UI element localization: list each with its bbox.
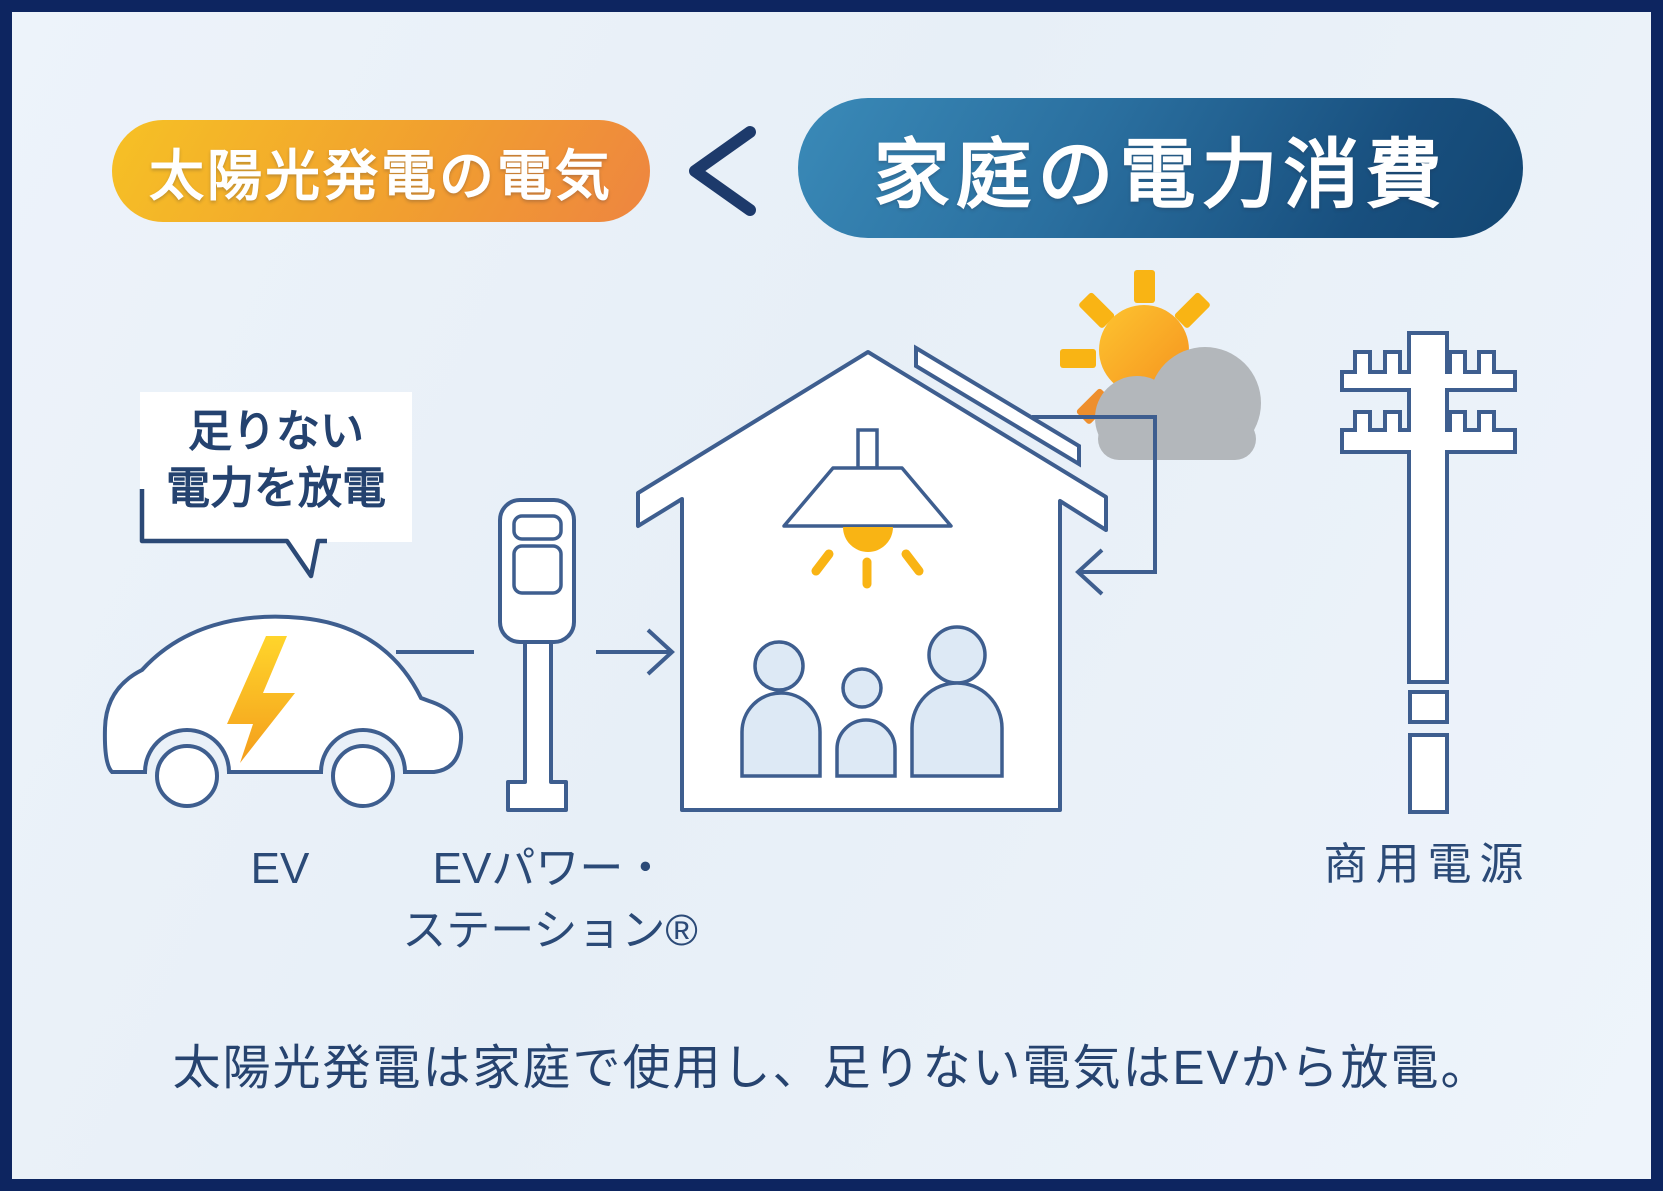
commercial-power-label: 商用電源 — [1323, 840, 1532, 889]
speech-bubble-text: 足りない 電力を放電 — [166, 407, 386, 514]
solar-power-badge: 太陽光発電の電気 — [112, 120, 650, 222]
household-consumption-badge: 家庭の電力消費 — [798, 98, 1523, 238]
household-consumption-badge-label: 家庭の電力消費 — [873, 134, 1448, 218]
caption-text: 太陽光発電は家庭で使用し、足りない電気はEVから放電。 — [172, 1042, 1491, 1095]
ev-power-station-label: EVパワー・ ステーション® — [402, 844, 698, 956]
solar-power-badge-label: 太陽光発電の電気 — [148, 146, 613, 207]
ev-label: EV — [250, 844, 310, 893]
